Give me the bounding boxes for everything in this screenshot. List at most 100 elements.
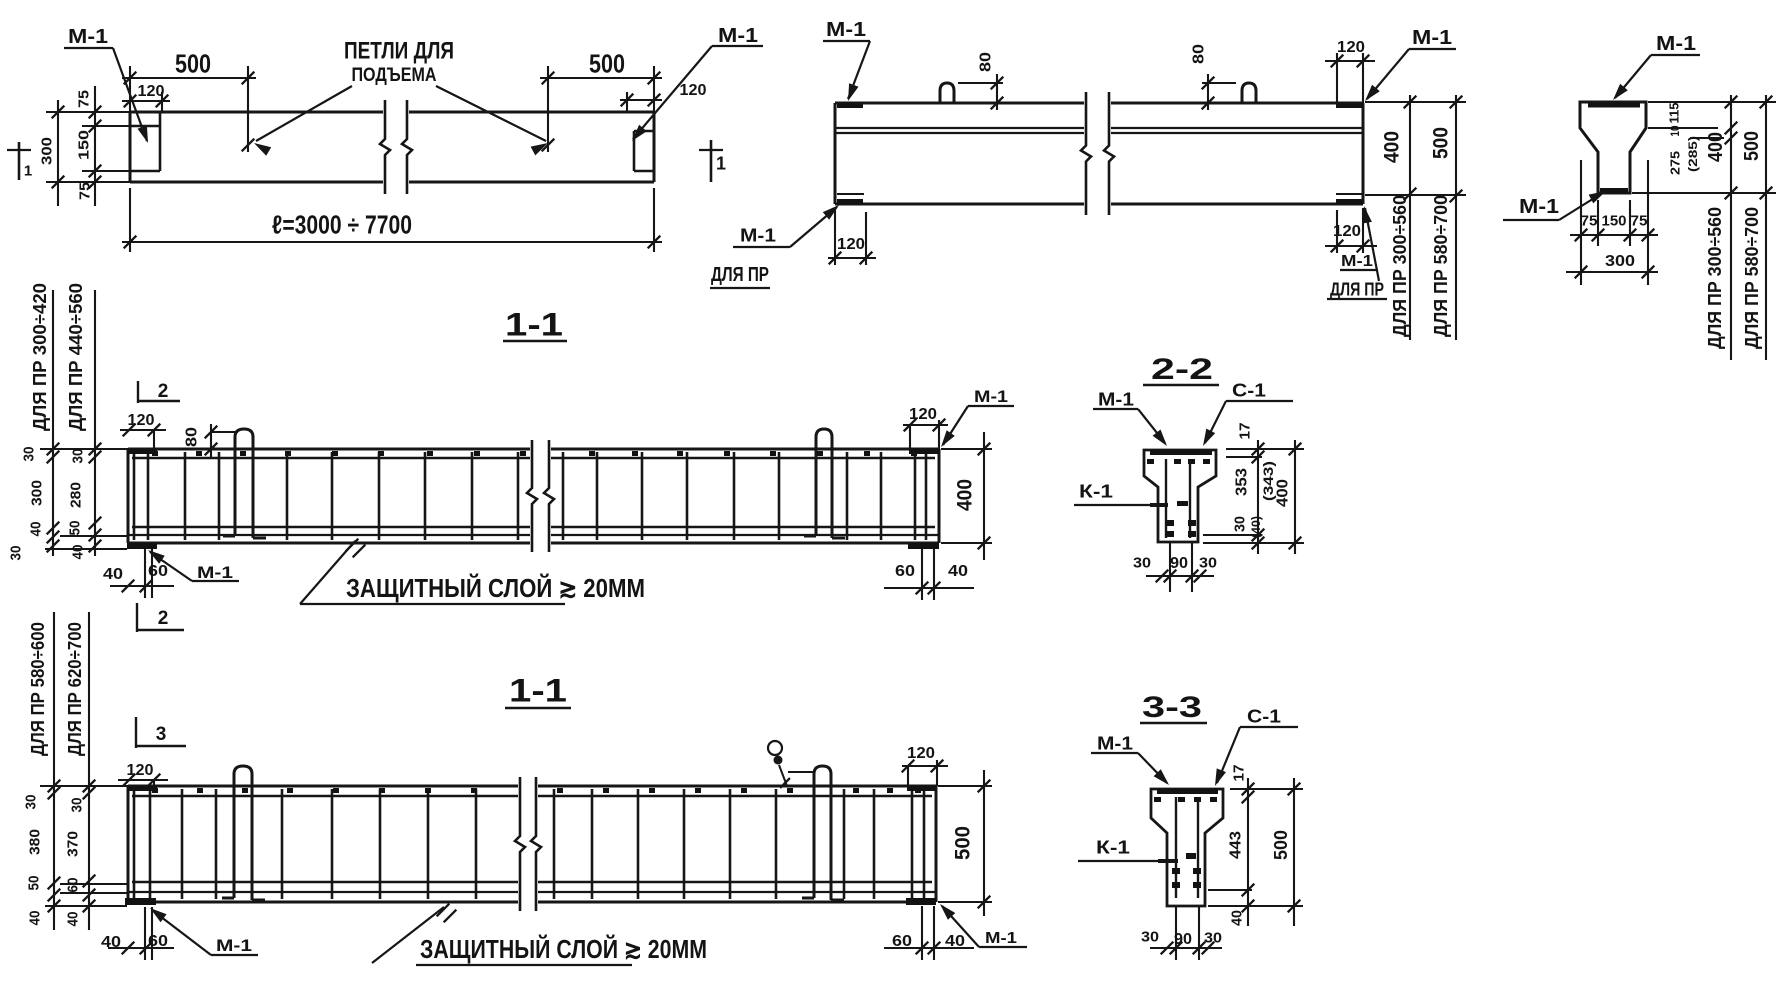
svg-text:40: 40 bbox=[27, 911, 44, 926]
svg-text:ДЛЯ ПР 580÷700: ДЛЯ ПР 580÷700 bbox=[1431, 195, 1451, 337]
svg-text:60: 60 bbox=[65, 878, 82, 893]
svg-text:150: 150 bbox=[76, 130, 93, 160]
svg-text:3-3: 3-3 bbox=[1142, 691, 1202, 724]
svg-text:ДЛЯ ПР 580÷600: ДЛЯ ПР 580÷600 bbox=[28, 622, 48, 756]
svg-text:40: 40 bbox=[70, 545, 87, 560]
svg-text:40: 40 bbox=[65, 912, 82, 927]
svg-text:120: 120 bbox=[1333, 223, 1361, 240]
svg-text:75: 75 bbox=[77, 182, 94, 200]
svg-text:120: 120 bbox=[138, 83, 165, 100]
svg-text:75: 75 bbox=[1581, 212, 1598, 229]
svg-text:400: 400 bbox=[1381, 131, 1404, 163]
svg-text:М-1: М-1 bbox=[1519, 196, 1559, 218]
svg-text:40: 40 bbox=[1229, 910, 1246, 926]
svg-text:120: 120 bbox=[1337, 39, 1365, 56]
svg-text:М-1: М-1 bbox=[216, 936, 252, 955]
svg-text:30: 30 bbox=[69, 798, 86, 813]
svg-text:120: 120 bbox=[128, 412, 155, 429]
svg-text:30: 30 bbox=[23, 795, 40, 810]
svg-text:17: 17 bbox=[1237, 423, 1254, 440]
svg-text:(40): (40) bbox=[1249, 516, 1263, 538]
svg-text:500: 500 bbox=[1271, 830, 1291, 860]
svg-text:30: 30 bbox=[1232, 516, 1249, 532]
svg-text:60: 60 bbox=[148, 563, 168, 580]
svg-text:500: 500 bbox=[952, 826, 975, 860]
svg-text:40: 40 bbox=[945, 933, 965, 950]
svg-text:60: 60 bbox=[148, 933, 168, 950]
svg-text:80: 80 bbox=[978, 52, 995, 72]
svg-text:60: 60 bbox=[895, 563, 915, 580]
svg-text:30: 30 bbox=[21, 447, 38, 462]
svg-text:353: 353 bbox=[1234, 468, 1251, 496]
svg-text:80: 80 bbox=[184, 427, 201, 447]
svg-text:50: 50 bbox=[26, 876, 43, 891]
svg-text:40: 40 bbox=[101, 934, 121, 951]
svg-text:80: 80 bbox=[1191, 44, 1208, 64]
svg-text:400: 400 bbox=[954, 479, 977, 511]
svg-text:275: 275 bbox=[1668, 151, 1683, 175]
svg-text:ДЛЯ ПР 580÷700: ДЛЯ ПР 580÷700 bbox=[1742, 207, 1762, 349]
svg-text:30: 30 bbox=[8, 546, 25, 561]
svg-text:90: 90 bbox=[1170, 555, 1188, 572]
svg-text:500: 500 bbox=[1430, 127, 1453, 159]
svg-text:400: 400 bbox=[1705, 132, 1727, 162]
svg-text:75: 75 bbox=[1631, 212, 1648, 229]
svg-text:ДЛЯ ПР 300÷560: ДЛЯ ПР 300÷560 bbox=[1390, 195, 1410, 337]
svg-text:М-1: М-1 bbox=[1098, 390, 1134, 410]
svg-text:1: 1 bbox=[716, 154, 726, 174]
svg-text:М-1: М-1 bbox=[1412, 27, 1452, 49]
svg-text:300: 300 bbox=[39, 137, 56, 165]
svg-text:500: 500 bbox=[175, 48, 211, 78]
svg-text:К-1: К-1 bbox=[1096, 838, 1130, 858]
svg-text:М-1: М-1 bbox=[1341, 253, 1373, 270]
svg-text:1: 1 bbox=[24, 162, 32, 179]
svg-text:С-1: С-1 bbox=[1232, 381, 1266, 401]
svg-text:120: 120 bbox=[909, 406, 937, 423]
svg-text:М-1: М-1 bbox=[826, 19, 866, 41]
svg-text:90: 90 bbox=[1174, 931, 1192, 948]
svg-text:М-1: М-1 bbox=[1097, 734, 1133, 754]
svg-text:500: 500 bbox=[589, 48, 625, 78]
svg-text:ДЛЯ ПР 440÷560: ДЛЯ ПР 440÷560 bbox=[66, 283, 86, 431]
svg-text:М-1: М-1 bbox=[197, 563, 233, 582]
svg-text:30: 30 bbox=[1199, 554, 1217, 571]
svg-text:2-2: 2-2 bbox=[1151, 353, 1213, 386]
svg-text:(343): (343) bbox=[1260, 461, 1276, 501]
svg-text:500: 500 bbox=[1741, 131, 1763, 161]
svg-text:К-1: К-1 bbox=[1079, 482, 1113, 502]
svg-text:С-1: С-1 bbox=[1247, 707, 1281, 727]
svg-text:120: 120 bbox=[127, 762, 154, 779]
svg-text:(285): (285) bbox=[1686, 136, 1700, 172]
svg-text:М-1: М-1 bbox=[974, 387, 1008, 406]
svg-text:30: 30 bbox=[1141, 928, 1159, 945]
svg-text:443: 443 bbox=[1228, 831, 1245, 859]
svg-text:ДЛЯ ПР: ДЛЯ ПР bbox=[1330, 280, 1384, 300]
svg-text:50: 50 bbox=[67, 521, 84, 536]
svg-text:М-1: М-1 bbox=[1656, 33, 1696, 55]
svg-text:ЗАЩИТНЫЙ СЛОЙ ≳ 20ММ: ЗАЩИТНЫЙ СЛОЙ ≳ 20ММ bbox=[346, 573, 645, 603]
svg-text:ПОДЪЕМА: ПОДЪЕМА bbox=[352, 65, 437, 86]
svg-text:30: 30 bbox=[70, 449, 87, 464]
svg-text:115: 115 bbox=[1667, 103, 1682, 124]
svg-text:3: 3 bbox=[156, 724, 167, 745]
svg-text:370: 370 bbox=[65, 831, 82, 857]
svg-text:10: 10 bbox=[1668, 125, 1682, 136]
svg-text:300: 300 bbox=[29, 480, 46, 506]
svg-text:40: 40 bbox=[948, 563, 968, 580]
svg-text:280: 280 bbox=[68, 482, 85, 508]
svg-text:ПЕТЛИ ДЛЯ: ПЕТЛИ ДЛЯ bbox=[344, 38, 454, 65]
svg-text:2: 2 bbox=[158, 381, 169, 402]
svg-text:120: 120 bbox=[907, 745, 935, 762]
svg-text:17: 17 bbox=[1231, 765, 1248, 782]
svg-text:ДЛЯ ПР 620÷700: ДЛЯ ПР 620÷700 bbox=[65, 622, 85, 756]
svg-text:380: 380 bbox=[27, 829, 44, 855]
svg-text:ℓ=3000 ÷ 7700: ℓ=3000 ÷ 7700 bbox=[272, 209, 412, 239]
svg-text:120: 120 bbox=[680, 82, 707, 99]
svg-text:М-1: М-1 bbox=[740, 226, 776, 246]
svg-text:М-1: М-1 bbox=[985, 930, 1017, 947]
svg-text:М-1: М-1 bbox=[718, 25, 758, 47]
svg-text:60: 60 bbox=[892, 933, 912, 950]
svg-text:75: 75 bbox=[76, 90, 93, 108]
svg-text:2: 2 bbox=[158, 608, 169, 629]
svg-text:400: 400 bbox=[1275, 479, 1292, 507]
